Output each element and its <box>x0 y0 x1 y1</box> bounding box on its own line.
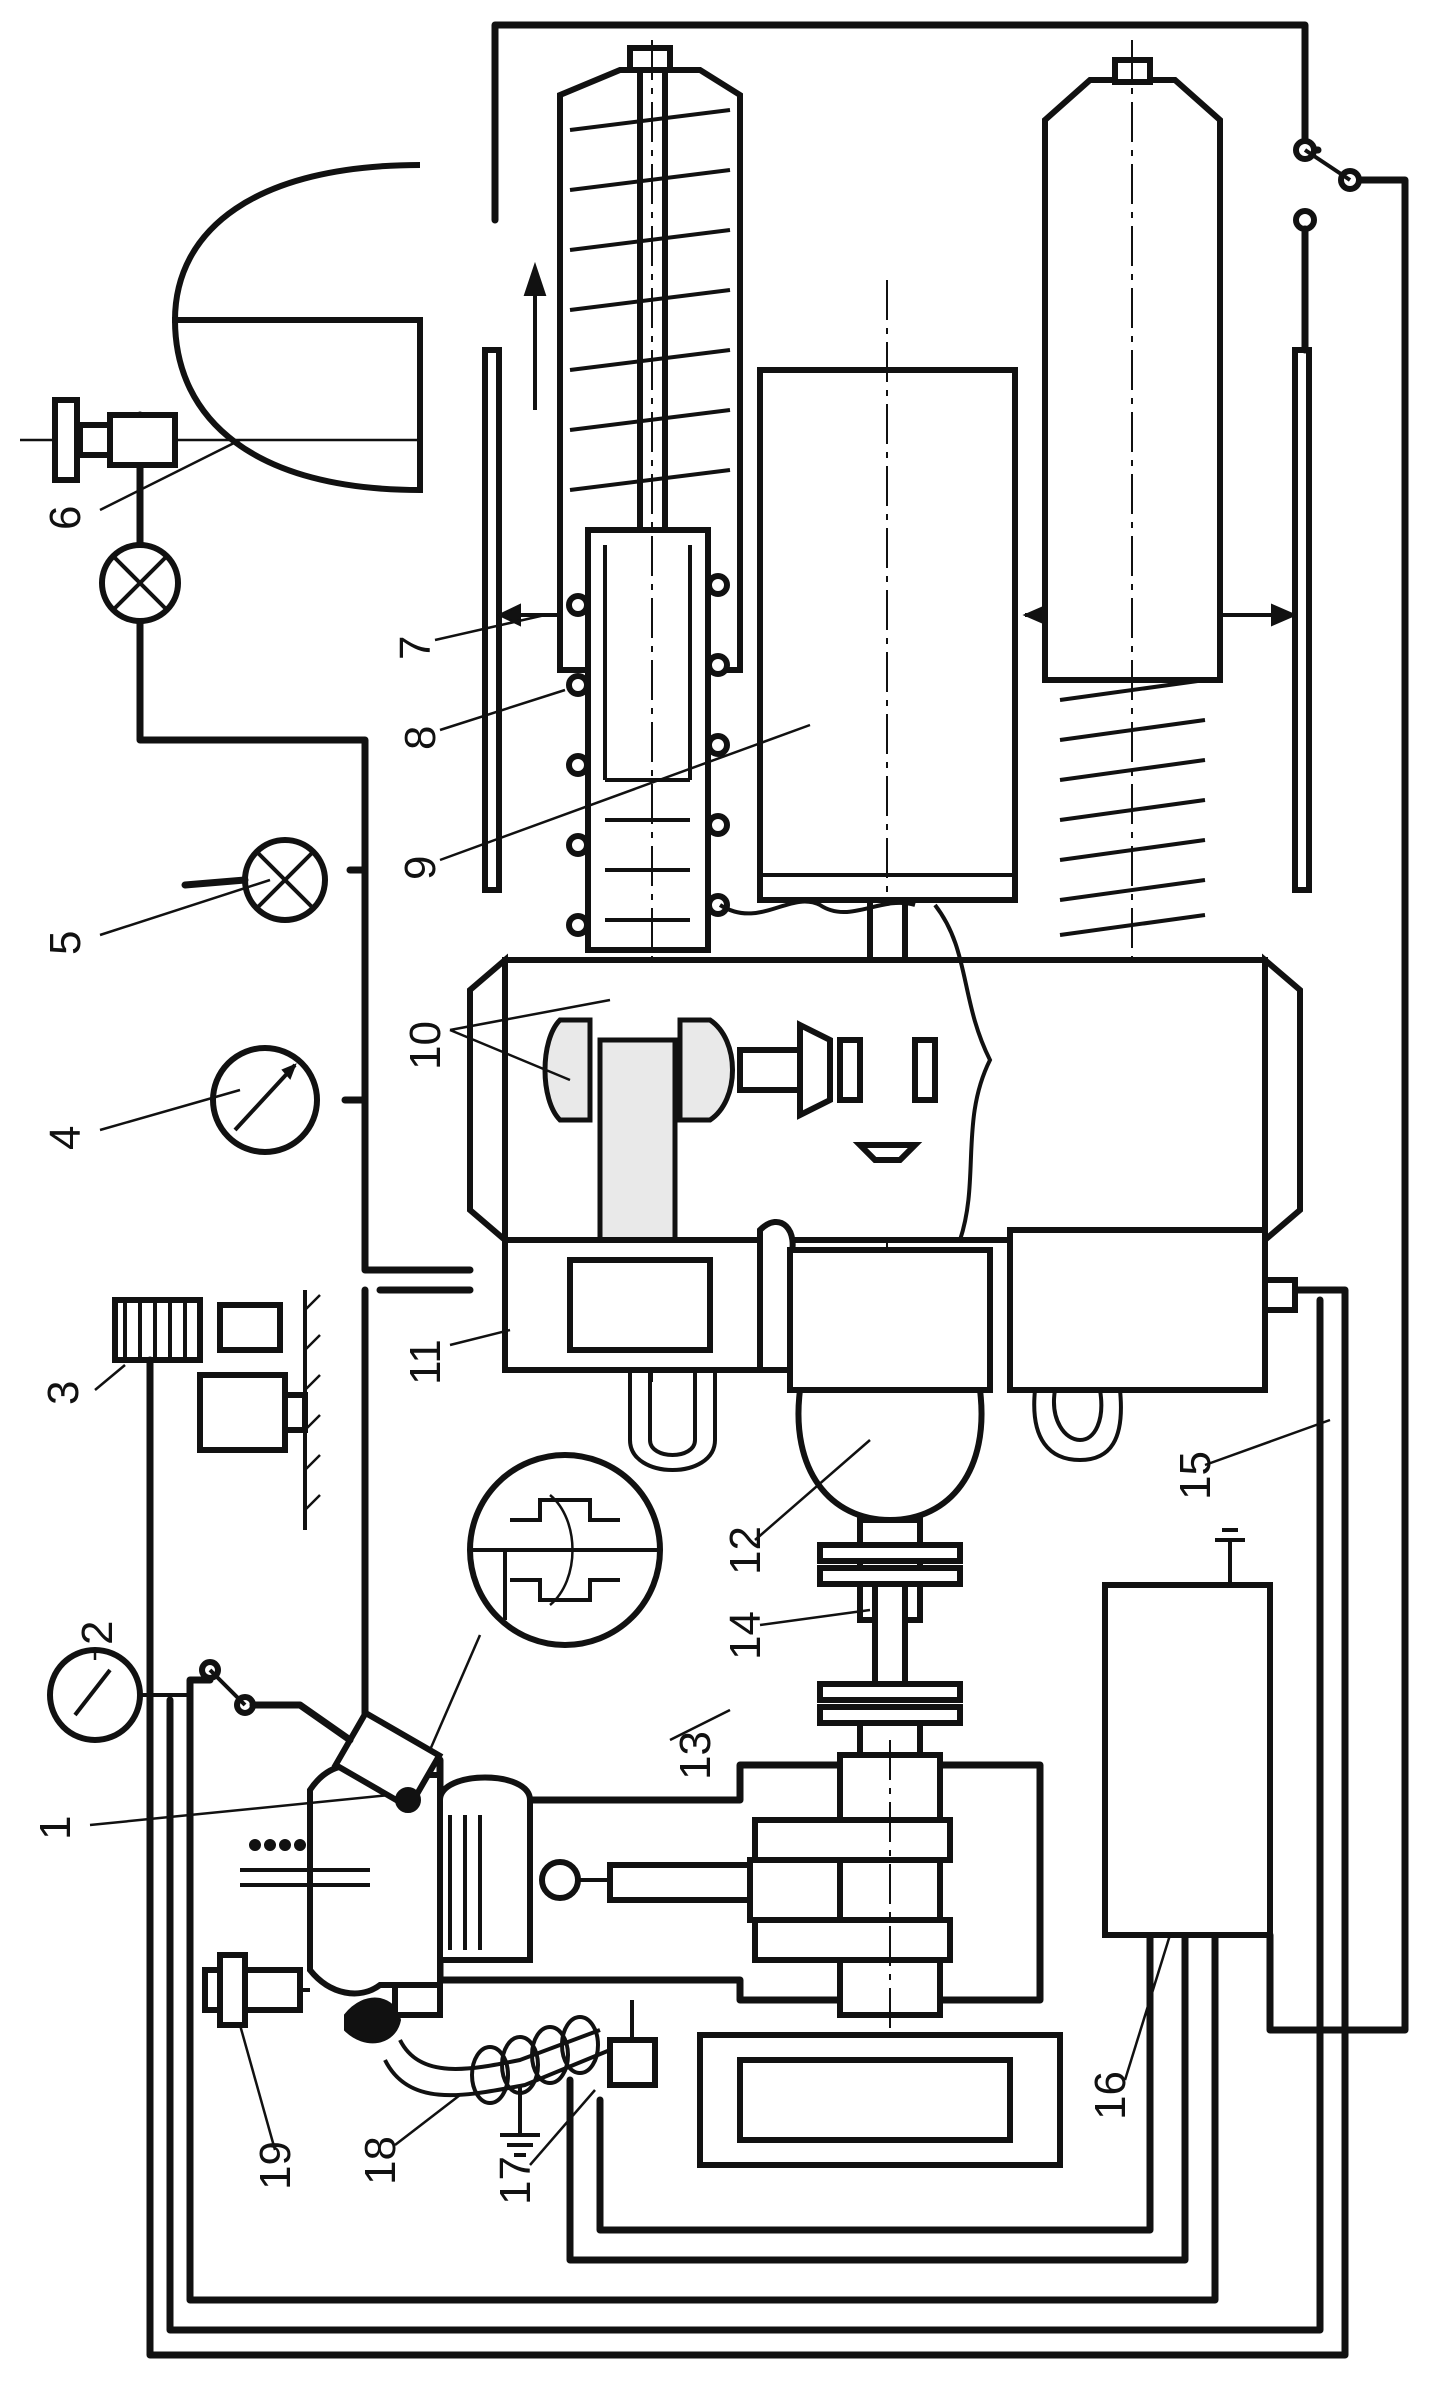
label-9: 9 <box>396 856 445 880</box>
gas-cylinder <box>20 162 423 494</box>
cylinder-head <box>240 1762 443 1997</box>
outer-wiring <box>146 21 1409 2359</box>
chamber-block <box>502 1219 796 1472</box>
label-2: 2 <box>73 1621 122 1645</box>
label-18: 18 <box>356 2136 405 2185</box>
shaft-coupling <box>817 1542 963 1786</box>
spark-plug <box>344 1982 443 2044</box>
radiator-fan <box>112 1290 321 1530</box>
label-16: 16 <box>1086 2071 1135 2120</box>
metering-cylinder <box>557 40 743 1390</box>
ground-symbol <box>500 2085 540 2157</box>
heater-coil <box>383 2015 611 2105</box>
distributor-19 <box>202 1952 310 2028</box>
engine-block <box>436 1740 1063 2168</box>
label-15: 15 <box>1171 1451 1220 1500</box>
up-arrow-icon <box>523 261 547 410</box>
label-10: 10 <box>401 1021 450 1070</box>
control-unit <box>1102 1528 1273 1938</box>
torn-edge-cutaway <box>718 899 993 1241</box>
label-4: 4 <box>41 1126 90 1150</box>
label-6: 6 <box>41 506 90 530</box>
sensor-17 <box>607 2000 658 2088</box>
spring-coil <box>566 108 731 937</box>
leader-lines <box>89 438 1331 2166</box>
piston <box>437 1774 610 1963</box>
switch-icon <box>1293 138 1362 354</box>
valve-icon <box>99 542 181 624</box>
label-13: 13 <box>671 1731 720 1780</box>
inset-detail <box>428 1452 663 1751</box>
label-8: 8 <box>396 726 445 750</box>
label-11: 11 <box>401 1339 450 1385</box>
label-7: 7 <box>391 636 440 660</box>
label-14: 14 <box>721 1611 770 1660</box>
label-1: 1 <box>31 1816 80 1840</box>
labels: 1 2 3 4 5 6 7 8 9 10 11 12 13 14 15 16 1… <box>31 506 1220 2205</box>
right-cylinder <box>1042 40 1223 1100</box>
label-12: 12 <box>721 1526 770 1575</box>
label-19: 19 <box>251 2141 300 2190</box>
right-housing <box>1007 1227 1298 1463</box>
gas-pressure-gauge <box>210 1045 320 1155</box>
label-3: 3 <box>39 1381 88 1405</box>
flywheel-housing <box>787 1247 993 1623</box>
regulator-valve <box>181 837 328 923</box>
pressure-gauge-2 <box>47 1647 354 1744</box>
contact-rails <box>482 347 1312 893</box>
label-5: 5 <box>41 931 90 955</box>
label-17: 17 <box>491 2156 540 2205</box>
gas-line <box>136 411 474 1744</box>
drum <box>757 280 1018 1420</box>
